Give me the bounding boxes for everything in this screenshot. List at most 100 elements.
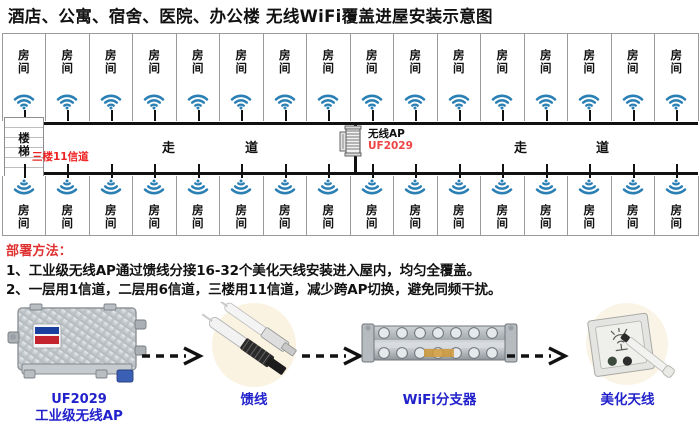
- antenna-drop-line: [676, 110, 679, 124]
- wifi-icon: [56, 94, 78, 110]
- page-title: 酒店、公寓、宿舍、医院、办公楼 无线WiFi覆盖进屋安装示意图: [8, 7, 493, 26]
- room-cell: 房间: [262, 164, 307, 236]
- room-label-line1: 房: [540, 48, 552, 62]
- room-label-line1: 房: [192, 203, 204, 217]
- room-label: 房间: [264, 204, 307, 229]
- product-caption-decorative-antenna: 美化天线: [565, 392, 690, 408]
- decorative-antenna-icon: [565, 302, 690, 392]
- room-label-line1: 房: [583, 203, 596, 217]
- room-label-line2: 间: [61, 60, 74, 75]
- room-label-line2: 间: [496, 215, 509, 230]
- room-cell: 房间: [306, 33, 351, 124]
- deployment-notes-heading: 部署方法：: [6, 244, 73, 259]
- feeder-bus-bottom: [16, 172, 698, 175]
- wifi-icon: [361, 94, 383, 110]
- wifi-icon: [578, 179, 600, 195]
- room-label: 房间: [525, 204, 568, 229]
- product-decorative-antenna: 美化天线: [565, 302, 690, 408]
- antenna-drop-line: [458, 164, 461, 178]
- room-cell: 房间: [393, 33, 438, 124]
- antenna-drop-line: [415, 164, 418, 178]
- room-cell: 房间: [175, 33, 220, 124]
- room-label-line2: 间: [627, 215, 639, 230]
- wifi-icon: [56, 179, 78, 195]
- room-label-line1: 房: [496, 48, 509, 62]
- room-label: 房间: [525, 49, 568, 74]
- room-label-line2: 间: [279, 215, 291, 230]
- room-label: 房间: [655, 204, 698, 229]
- room-label: 房间: [394, 49, 437, 74]
- corridor-label-right-2: 道: [596, 141, 610, 156]
- access-point-model: UF2029: [368, 140, 413, 152]
- antenna-drop-line: [632, 110, 635, 124]
- room-label-line2: 间: [235, 60, 248, 75]
- room-label-line2: 间: [322, 215, 335, 230]
- room-label-line1: 房: [18, 48, 30, 62]
- room-label-line2: 间: [670, 60, 683, 75]
- room-cell: 房间: [132, 164, 177, 236]
- room-label-line2: 间: [583, 60, 596, 75]
- product-caption-feeder-cable: 馈线: [194, 392, 314, 408]
- room-label-line1: 房: [105, 48, 117, 62]
- product-industrial-ap: UF2029 工业级无线AP: [4, 302, 154, 424]
- antenna-drop-line: [67, 110, 70, 124]
- wifi-icon: [187, 179, 209, 195]
- room-label: 房间: [481, 49, 524, 74]
- room-label-line1: 房: [583, 48, 596, 62]
- room-label: 房间: [133, 204, 176, 229]
- room-label-line1: 房: [453, 203, 465, 217]
- wifi-icon: [317, 94, 339, 110]
- corridor-band: 楼 梯 三楼11信道 走 道 走 道: [2, 117, 698, 179]
- room-label-line2: 间: [409, 215, 422, 230]
- channel-note: 三楼11信道: [32, 151, 89, 163]
- wifi-icon: [535, 179, 557, 195]
- wifi-icon: [665, 94, 687, 110]
- room-cell: 房间: [1, 164, 46, 236]
- corridor-label-left-1: 走: [162, 141, 176, 156]
- room-cell: 房间: [436, 164, 481, 236]
- antenna-drop-line: [284, 110, 287, 124]
- room-label-line1: 房: [235, 48, 248, 62]
- antenna-drop-line: [154, 110, 157, 124]
- room-label-line1: 房: [670, 203, 683, 217]
- room-label: 房间: [3, 49, 46, 74]
- wifi-icon: [143, 94, 165, 110]
- room-label: 房间: [46, 49, 89, 74]
- room-cell: 房间: [654, 164, 699, 236]
- antenna-drop-line: [458, 110, 461, 124]
- room-cell: 房间: [436, 33, 481, 124]
- product-caption-line1: UF2029: [51, 392, 107, 407]
- wifi-icon: [665, 179, 687, 195]
- room-cell: 房间: [262, 33, 307, 124]
- room-label-line1: 房: [366, 203, 378, 217]
- room-label-line2: 间: [61, 215, 74, 230]
- antenna-drop-line: [197, 164, 200, 178]
- room-label-line2: 间: [453, 215, 465, 230]
- room-cell: 房间: [219, 164, 264, 236]
- room-label: 房间: [568, 49, 611, 74]
- room-label: 房间: [90, 204, 133, 229]
- room-label-line2: 间: [496, 60, 509, 75]
- room-label-line1: 房: [670, 48, 683, 62]
- room-label: 房间: [220, 204, 263, 229]
- room-cell: 房间: [306, 164, 351, 236]
- room-label-line2: 间: [409, 60, 422, 75]
- room-label: 房间: [394, 204, 437, 229]
- room-label-line1: 房: [61, 48, 74, 62]
- wifi-icon: [274, 179, 296, 195]
- room-label-line1: 房: [627, 48, 639, 62]
- room-label-line1: 房: [235, 203, 248, 217]
- room-label: 房间: [351, 49, 394, 74]
- access-point-name: 无线AP: [368, 128, 405, 140]
- corridor-label-right-1: 走: [514, 141, 528, 156]
- antenna-drop-line: [545, 110, 548, 124]
- product-caption-line2: WiFi分支器: [402, 392, 477, 408]
- wifi-icon: [187, 94, 209, 110]
- room-label-line2: 间: [453, 60, 465, 75]
- stairwell-label: 楼 梯: [18, 131, 30, 158]
- room-label: 房间: [133, 49, 176, 74]
- room-label-line1: 房: [409, 203, 422, 217]
- room-label-line1: 房: [627, 203, 639, 217]
- room-label-line2: 间: [627, 60, 639, 75]
- dashed-arrow-right-icon: [140, 346, 204, 366]
